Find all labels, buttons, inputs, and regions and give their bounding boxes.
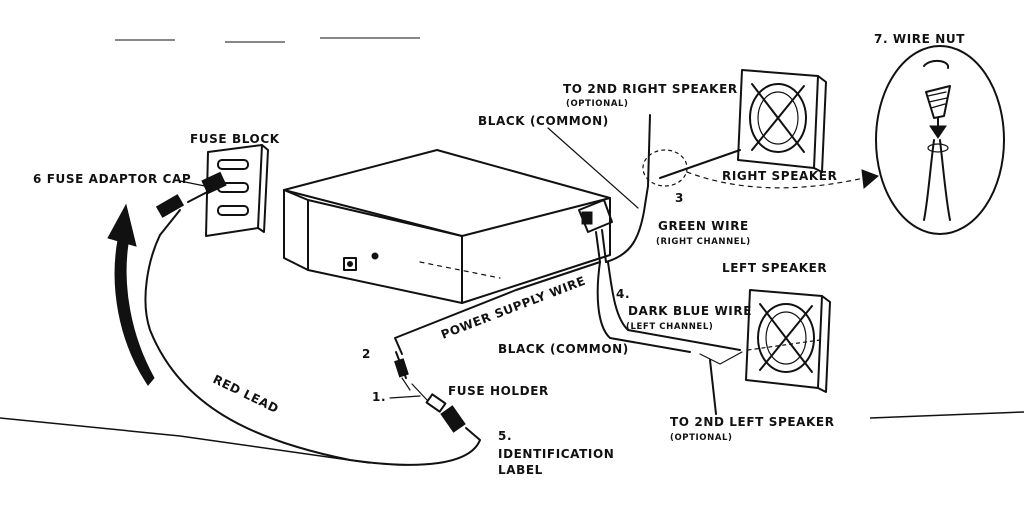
wire-to-2nd-left-speaker	[709, 359, 717, 415]
label-num-1: 1.	[372, 390, 386, 404]
leader-black-common-top	[547, 127, 639, 209]
label-fuse-adaptor-cap: 6 FUSE ADAPTOR CAP	[33, 172, 191, 186]
dashed-arrow-to-wire-nut	[686, 171, 865, 189]
splice-left	[699, 351, 743, 365]
label-num-5: 5.	[498, 429, 512, 443]
fuse-block-icon	[201, 144, 269, 237]
label-to-2nd-right-speaker: TO 2ND RIGHT SPEAKER	[563, 82, 738, 96]
right-speaker-icon	[737, 69, 827, 173]
green-wire	[605, 185, 649, 263]
label-num-2: 2	[362, 347, 371, 361]
label-to-2nd-left-speaker: TO 2ND LEFT SPEAKER	[670, 415, 835, 429]
curved-arrow-icon	[107, 203, 155, 386]
label-left-channel: (LEFT CHANNEL)	[626, 322, 713, 332]
label-black-common-top: BLACK (COMMON)	[478, 114, 609, 128]
dark-blue-wire	[596, 261, 691, 353]
label-identification: IDENTIFICATION	[498, 447, 614, 461]
label-optional-right: (OPTIONAL)	[566, 99, 629, 109]
label-green-wire: GREEN WIRE	[658, 219, 749, 233]
fuse-holder-icon	[411, 383, 481, 441]
dashed-left-link	[747, 339, 821, 351]
label-red-lead: RED LEAD	[211, 372, 281, 416]
label-label: LABEL	[498, 463, 543, 477]
label-black-common-bottom: BLACK (COMMON)	[498, 342, 629, 356]
label-right-speaker: RIGHT SPEAKER	[722, 169, 837, 183]
label-right-channel: (RIGHT CHANNEL)	[656, 237, 751, 247]
red-lead	[144, 234, 481, 466]
left-speaker-icon	[745, 289, 831, 393]
arrowhead-icon	[861, 169, 879, 189]
connector-icon	[394, 351, 411, 391]
label-wire-nut: 7. WIRE NUT	[874, 32, 965, 46]
label-left-speaker: LEFT SPEAKER	[722, 261, 827, 275]
label-dark-blue-wire: DARK BLUE WIRE	[628, 304, 752, 318]
leader-fuse-adaptor-cap	[179, 180, 211, 188]
wire-nut-icon	[875, 45, 1005, 235]
label-optional-left: (OPTIONAL)	[670, 433, 733, 443]
leader-num-1	[389, 395, 421, 399]
power-supply-wire	[394, 261, 601, 355]
wire-to-right-speaker	[659, 149, 741, 179]
black-common-wire-left	[607, 261, 741, 351]
splice-circle-right	[642, 149, 688, 187]
label-num-3: 3	[675, 191, 684, 205]
wire-to-2nd-right-speaker	[647, 114, 651, 187]
label-num-4: 4.	[616, 287, 630, 301]
amplifier-box-icon	[283, 149, 613, 304]
label-fuse-block: FUSE BLOCK	[190, 132, 280, 146]
label-fuse-holder: FUSE HOLDER	[448, 384, 549, 398]
